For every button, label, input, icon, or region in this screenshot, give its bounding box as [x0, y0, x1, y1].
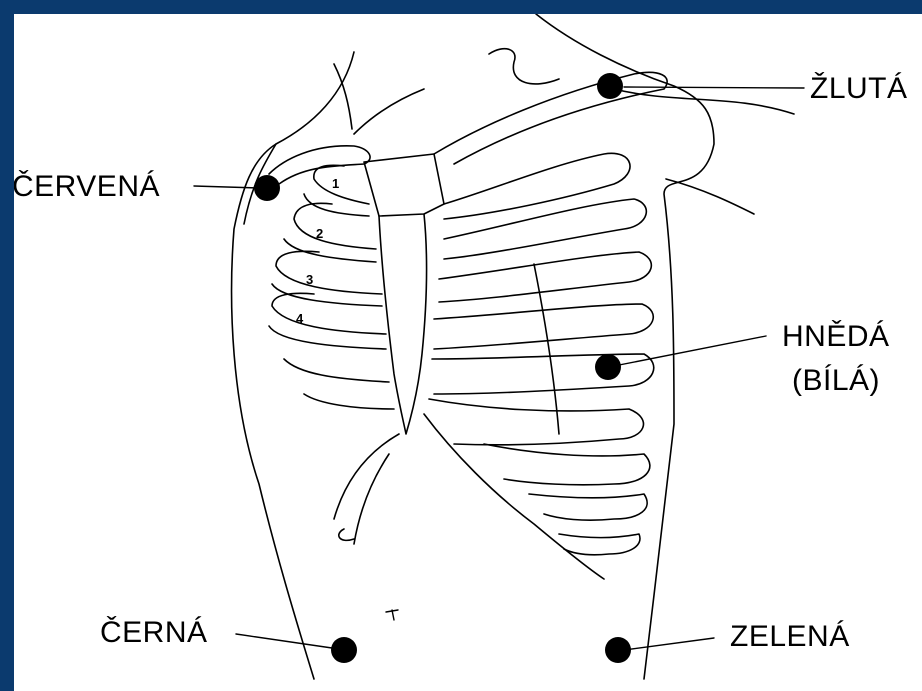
- rib-number-4: 4: [296, 312, 304, 325]
- label-red: ČERVENÁ: [14, 172, 160, 202]
- electrode-black: [331, 637, 357, 663]
- electrode-green: [605, 637, 631, 663]
- electrode-yellow: [597, 73, 623, 99]
- label-black: ČERNÁ: [100, 618, 208, 648]
- diagram-panel: 1 2 3 4 ŽLUTÁ ČERVENÁ HNĚDÁ (BÍLÁ) ČERNÁ…: [14, 14, 922, 691]
- label-yellow: ŽLUTÁ: [810, 74, 908, 104]
- rib-number-3: 3: [306, 273, 314, 286]
- rib-number-2: 2: [316, 227, 324, 240]
- label-white: (BÍLÁ): [792, 366, 880, 396]
- label-green: ZELENÁ: [730, 622, 850, 652]
- electrode-brown: [595, 354, 621, 380]
- electrode-red: [254, 175, 280, 201]
- rib-number-1: 1: [332, 177, 340, 190]
- label-brown: HNĚDÁ: [782, 322, 890, 352]
